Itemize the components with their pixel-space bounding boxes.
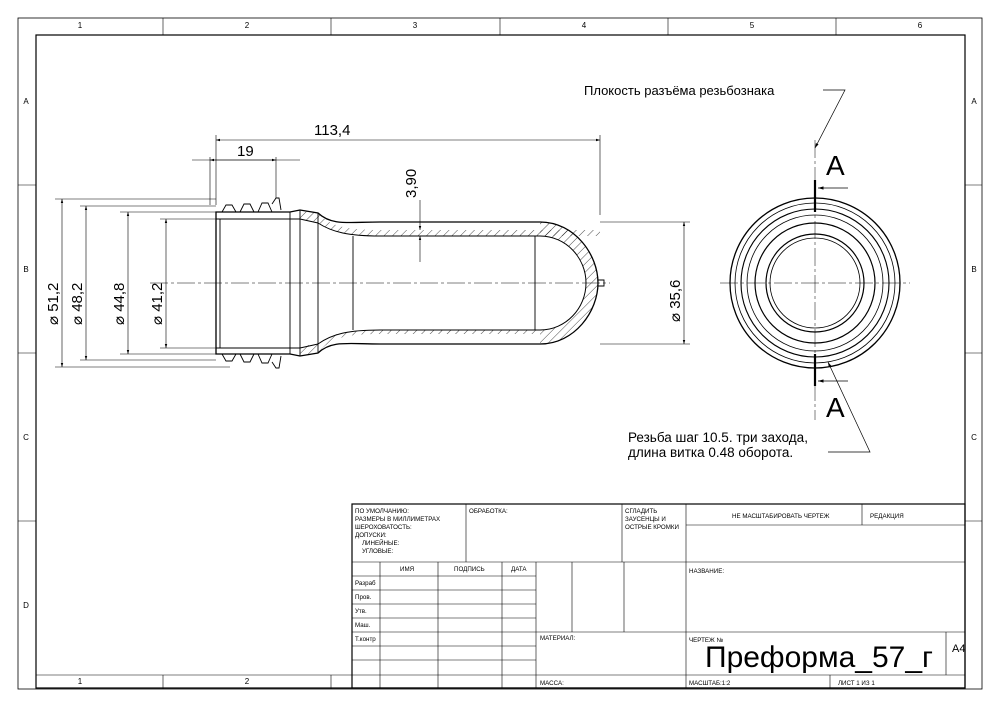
dome-section xyxy=(540,222,598,344)
sheet-format: A4 xyxy=(952,643,965,655)
title-block xyxy=(351,503,966,689)
tb-defaults-6: УГЛОВЫЕ: xyxy=(362,548,394,555)
dim-diameter-35: ⌀ 35,6 xyxy=(667,280,684,322)
tb-row-approved: Утв. xyxy=(355,608,367,615)
dim-diameter-51: ⌀ 51,2 xyxy=(45,283,62,325)
tb-sheet: ЛИСТ 1 ИЗ 1 xyxy=(838,680,875,687)
tb-scale: МАСШТАБ:1:2 xyxy=(689,680,731,687)
tb-row-checker: Пров. xyxy=(355,594,372,601)
tb-defaults-5: ЛИНЕЙНЫЕ: xyxy=(362,539,400,547)
row-label-b-right: B xyxy=(971,265,976,274)
tb-col-sign: ПОДПИСЬ xyxy=(454,566,485,573)
row-label-a: A xyxy=(23,97,29,106)
dim-diameter-48: ⌀ 48,2 xyxy=(69,283,86,325)
row-label-b: B xyxy=(23,265,28,274)
dim-diameter-44: ⌀ 44,8 xyxy=(111,283,128,325)
tb-defaults-3: ШЕРОХОВАТОСТЬ: xyxy=(355,524,412,531)
col-label-4: 4 xyxy=(582,21,587,30)
col-label-6: 6 xyxy=(918,21,923,30)
tb-defaults-2: РАЗМЕРЫ В МИЛЛИМЕТРАХ xyxy=(355,516,440,523)
col-label-2: 2 xyxy=(245,21,250,30)
thread-note-line-1: Резьба шаг 10.5. три захода, xyxy=(628,430,808,445)
thread-note-line-2: длина витка 0.48 оборота. xyxy=(628,445,793,460)
dim-neck-length: 19 xyxy=(237,143,254,160)
tb-mass: МАССА: xyxy=(540,680,564,687)
tb-deburr-1: СГЛАДИТЬ xyxy=(625,508,657,515)
tb-row-developer: Разраб xyxy=(355,580,376,587)
tb-drawing-no: ЧЕРТЕЖ № xyxy=(689,637,723,644)
row-label-c: C xyxy=(23,433,29,442)
preform-side-view xyxy=(150,197,610,369)
row-label-c-right: C xyxy=(971,433,977,442)
col-label-1: 1 xyxy=(78,21,83,30)
tb-defaults-4: ДОПУСКИ: xyxy=(355,532,387,539)
tb-deburr-2: ЗАУСЕНЦЫ И xyxy=(625,516,666,523)
bottom-col-label-1: 1 xyxy=(78,677,83,686)
wall-section-bottom xyxy=(300,330,540,355)
dim-diameter-41: ⌀ 41,2 xyxy=(149,283,166,325)
row-label-a-right: A xyxy=(971,97,977,106)
dim-wall-thickness: 3,90 xyxy=(403,169,420,198)
tb-row-tech-control: Т.контр xyxy=(355,636,376,643)
tb-col-date: ДАТА xyxy=(511,566,527,573)
tb-col-name: ИМЯ xyxy=(400,566,414,573)
tb-no-scale: НЕ МАСШТАБИРОВАТЬ ЧЕРТЕЖ xyxy=(732,513,830,520)
tb-material: МАТЕРИАЛ: xyxy=(540,635,576,642)
tb-revision: РЕДАКЦИЯ xyxy=(870,513,904,520)
tb-name-label: НАЗВАНИЕ: xyxy=(689,568,724,575)
preform-inner-contour xyxy=(216,218,587,349)
section-mark-bottom: A xyxy=(826,392,845,423)
tb-row-machining: Маш. xyxy=(355,622,371,629)
bottom-col-label-2: 2 xyxy=(245,677,250,686)
dim-overall-length: 113,4 xyxy=(314,122,350,139)
dimension-lines xyxy=(55,135,690,368)
preform-end-view xyxy=(720,89,910,453)
section-mark-top: A xyxy=(826,150,845,181)
col-label-3: 3 xyxy=(413,21,418,30)
col-label-5: 5 xyxy=(750,21,755,30)
tb-finish: ОБРАБОТКА: xyxy=(469,508,508,515)
parting-plane-note: Плокость разъёма резьбознака xyxy=(584,83,775,98)
row-label-d: D xyxy=(23,601,29,610)
tb-deburr-3: ОСТРЫЕ КРОМКИ xyxy=(625,524,679,531)
drawing-title: Преформа_57_г xyxy=(705,641,933,674)
tb-defaults-1: ПО УМОЛЧАНИЮ: xyxy=(355,508,409,515)
